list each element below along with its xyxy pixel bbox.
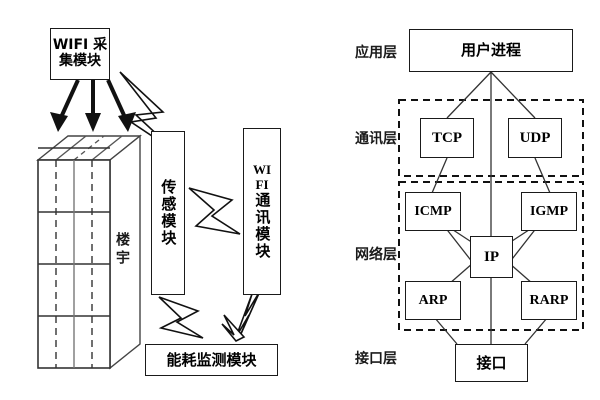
- node-arp[interactable]: ARP: [405, 281, 461, 320]
- wifi-collection-module[interactable]: WIFI 采 集模块: [50, 28, 110, 80]
- node-udp-label: UDP: [519, 129, 551, 146]
- wifi-comm-line1: WI: [252, 161, 272, 177]
- node-udp[interactable]: UDP: [508, 118, 562, 158]
- wifi-comm-module[interactable]: WI FI 通讯模块: [243, 128, 281, 295]
- wireless-bolt-sensor-energy: [158, 296, 204, 339]
- wifi-comm-line3: 通讯模块: [253, 192, 272, 261]
- layer-label-communication: 通讯层: [355, 131, 397, 147]
- node-interface-label: 接口: [476, 353, 507, 372]
- energy-monitor-label: 能耗监测模块: [166, 350, 257, 369]
- wireless-bolt-sensor-comm: [188, 187, 241, 235]
- node-rarp[interactable]: RARP: [521, 281, 577, 320]
- wireless-bolt-comm-energy: [221, 290, 261, 343]
- wifi-collection-line1: WIFI 采: [52, 37, 108, 54]
- node-tcp-label: TCP: [432, 129, 462, 146]
- building-block: [36, 134, 142, 370]
- node-interface[interactable]: 接口: [455, 344, 528, 382]
- node-ip[interactable]: IP: [470, 236, 513, 278]
- node-user-process[interactable]: 用户进程: [409, 29, 573, 72]
- node-arp-label: ARP: [418, 292, 448, 308]
- node-ip-label: IP: [484, 248, 499, 265]
- node-igmp[interactable]: IGMP: [521, 192, 577, 231]
- sensor-module-label: 传感模块: [159, 179, 178, 247]
- layer-label-application: 应用层: [355, 45, 397, 61]
- layer-label-network: 网络层: [355, 247, 397, 263]
- node-user-process-label: 用户进程: [460, 41, 521, 60]
- layer-label-interface: 接口层: [355, 351, 397, 367]
- node-rarp-label: RARP: [529, 292, 569, 308]
- collection-arrowheads: [50, 112, 136, 132]
- node-tcp[interactable]: TCP: [420, 118, 474, 158]
- wifi-comm-line2: FI: [255, 176, 269, 192]
- node-icmp-label: ICMP: [414, 203, 452, 219]
- wifi-collection-line2: 集模块: [59, 53, 101, 69]
- energy-monitor-module[interactable]: 能耗监测模块: [145, 344, 278, 376]
- node-igmp-label: IGMP: [529, 203, 569, 219]
- sensor-module[interactable]: 传感模块: [151, 131, 185, 295]
- node-icmp[interactable]: ICMP: [405, 192, 461, 231]
- building-label: 楼宇: [114, 232, 130, 268]
